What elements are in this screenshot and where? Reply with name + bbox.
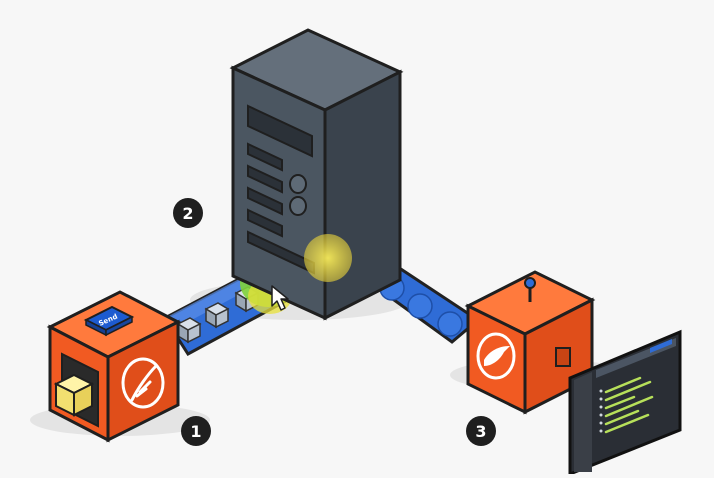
feather-icon	[121, 357, 165, 409]
packet-cube-2	[204, 302, 230, 329]
step-badge-2: 2	[173, 198, 203, 228]
step-number-1: 1	[190, 422, 201, 441]
receiver-slot	[555, 347, 571, 367]
step-badge-3: 3	[466, 416, 496, 446]
packet-ball-2	[407, 293, 433, 319]
step-badge-1: 1	[181, 416, 211, 446]
sender-box: Send	[46, 290, 182, 443]
yellow-highlight	[304, 234, 352, 282]
code-screen	[568, 329, 682, 477]
packet-cube-1	[176, 317, 202, 344]
packet-ball-3	[437, 311, 463, 337]
receiver-box	[464, 270, 596, 415]
bird-icon	[476, 332, 516, 380]
mouse-cursor-icon	[271, 285, 289, 311]
send-button[interactable]: Send	[83, 305, 135, 337]
step-number-3: 3	[475, 422, 486, 441]
step-number-2: 2	[182, 204, 193, 223]
code-lines	[604, 376, 654, 434]
yellow-cube	[53, 373, 95, 417]
antenna-knob	[524, 277, 536, 289]
